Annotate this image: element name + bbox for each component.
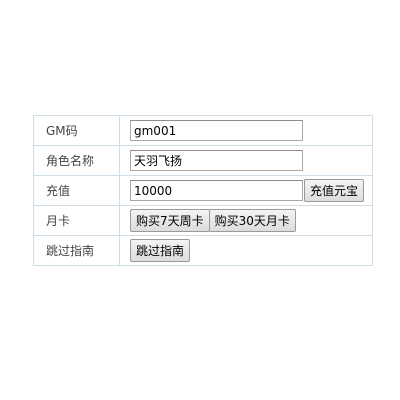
form-row-monthly-card: 月卡 购买7天周卡购买30天月卡 <box>33 205 373 236</box>
gm-code-input[interactable] <box>130 120 303 141</box>
recharge-label: 充值 <box>33 175 120 206</box>
form-row-gm-code: GM码 <box>33 115 373 146</box>
recharge-amount-input[interactable] <box>130 180 303 201</box>
role-name-label: 角色名称 <box>33 145 120 176</box>
recharge-cell: 充值元宝 <box>119 175 373 206</box>
form-row-recharge: 充值 充值元宝 <box>33 175 373 206</box>
gm-code-label: GM码 <box>33 115 120 146</box>
recharge-yuanbao-button[interactable]: 充值元宝 <box>304 179 365 202</box>
buy-7-day-card-button[interactable]: 购买7天周卡 <box>130 209 210 232</box>
buy-30-day-card-button[interactable]: 购买30天月卡 <box>208 209 296 232</box>
form-row-skip-guide: 跳过指南 跳过指南 <box>33 235 373 266</box>
skip-guide-cell: 跳过指南 <box>119 235 373 266</box>
skip-guide-label: 跳过指南 <box>33 235 120 266</box>
role-name-input[interactable] <box>130 150 303 171</box>
monthly-card-cell: 购买7天周卡购买30天月卡 <box>119 205 373 236</box>
form-row-role-name: 角色名称 <box>33 145 373 176</box>
skip-guide-button[interactable]: 跳过指南 <box>130 239 191 262</box>
gm-code-cell <box>119 115 373 146</box>
monthly-card-label: 月卡 <box>33 205 120 236</box>
role-name-cell <box>119 145 373 176</box>
